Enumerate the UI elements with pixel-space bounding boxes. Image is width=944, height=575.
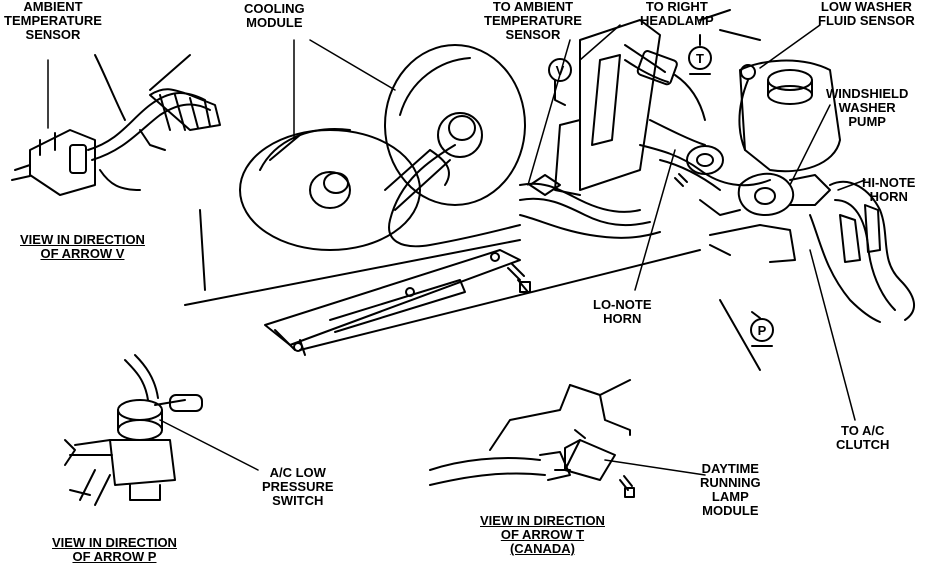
arrow-p-marker [750,311,774,347]
label-low-washer-fluid-sensor: LOW WASHER FLUID SENSOR [818,0,915,28]
cooling-module-drawing [239,44,526,251]
arrow-v-marker [548,58,572,106]
view-caption-arrow-v: VIEW IN DIRECTION OF ARROW V [20,232,145,261]
arrow-t-letter: T [696,51,704,66]
label-daytime-running-lamp-module: DAYTIME RUNNING LAMP MODULE [700,461,761,518]
view-caption-arrow-t: VIEW IN DIRECTION OF ARROW T (CANADA) [480,513,605,556]
radiator-support-rail [184,134,701,356]
arrow-v-letter: V [556,63,565,78]
label-hi-note-horn: HI-NOTE HORN [862,175,916,204]
label-to-right-headlamp: TO RIGHT HEADLAMP [640,0,714,28]
label-windshield-washer-pump: WINDSHIELD WASHER PUMP [826,86,909,129]
label-ac-low-pressure-switch: A/C LOW PRESSURE SWITCH [262,465,334,508]
view-caption-arrow-p: VIEW IN DIRECTION OF ARROW P [52,535,177,564]
label-to-ambient-temperature-sensor: TO AMBIENT TEMPERATURE SENSOR [484,0,582,42]
horn-area-drawing [699,172,915,371]
ac-low-pressure-switch-drawing [64,354,203,506]
washer-reservoir-drawing [699,9,841,173]
ambient-temperature-sensor-drawing [11,54,221,196]
arrow-t-marker [688,34,712,75]
main-harness-drawing [519,19,771,239]
label-cooling-module: COOLING MODULE [244,1,305,30]
leader-lines [47,24,866,476]
arrow-p-letter: P [758,323,767,338]
label-lo-note-horn: LO-NOTE HORN [593,297,652,326]
label-to-ac-clutch: TO A/C CLUTCH [836,423,890,452]
label-ambient-temperature-sensor: AMBIENT TEMPERATURE SENSOR [4,0,102,42]
drl-module-drawing [429,379,635,498]
